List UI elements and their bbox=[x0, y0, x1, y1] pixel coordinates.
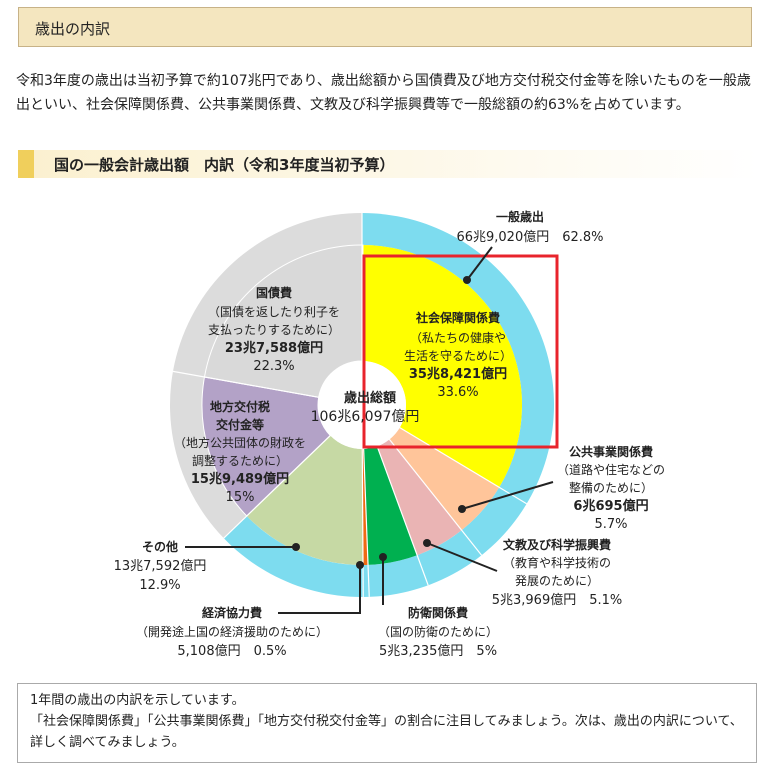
slice-divider-1 bbox=[399, 427, 527, 505]
local-amount: 15兆9,489億円 bbox=[191, 471, 289, 487]
debt-amount: 23兆7,588億円 bbox=[225, 340, 323, 356]
edu-desc1: （教育や科学技術の bbox=[503, 555, 611, 570]
debt-desc2: 支払ったりするために） bbox=[208, 323, 340, 337]
public-desc2: 整備のために） bbox=[569, 480, 653, 495]
edu-amount: 5兆3,969億円 5.1% bbox=[492, 592, 623, 608]
local-desc2: 調整するために） bbox=[192, 453, 288, 468]
slice-divider-3 bbox=[376, 446, 429, 586]
center-title: 歳出総額 bbox=[344, 390, 396, 406]
public-name: 公共事業関係費 bbox=[569, 444, 653, 459]
defense-amount: 5兆3,235億円 5% bbox=[379, 643, 497, 659]
econ-desc1: （開発途上国の経済援助のために） bbox=[136, 624, 328, 639]
slice-divider-5 bbox=[361, 448, 364, 597]
slice-2 bbox=[377, 439, 462, 556]
page-title: 歳出の内訳 bbox=[35, 20, 111, 38]
social-desc2: 生活を守るために） bbox=[404, 349, 512, 363]
debt-desc1: （国債を返したり利子を bbox=[208, 304, 340, 319]
public-desc1: （道路や住宅などの bbox=[557, 462, 665, 477]
slice-divider-4 bbox=[363, 448, 370, 597]
leader-general-line bbox=[466, 246, 493, 281]
other-amount: 13兆7,592億円 bbox=[114, 558, 207, 574]
debt-percent: 22.3% bbox=[253, 359, 294, 374]
center-value: 106兆6,097億円 bbox=[311, 409, 420, 425]
general-name: 一般歳出 bbox=[496, 209, 544, 224]
center-hole bbox=[318, 361, 406, 449]
explanation-note: 1年間の歳出の内訳を示しています。 「社会保障関係費」「公共事業関係費」「地方交… bbox=[17, 683, 757, 763]
general-amount: 66兆9,020億円 62.8% bbox=[456, 229, 603, 245]
other-percent: 12.9% bbox=[139, 578, 180, 593]
slice-divider-7 bbox=[172, 370, 319, 398]
leader-public-line bbox=[461, 481, 554, 510]
econ-name: 経済協力費 bbox=[202, 605, 262, 620]
public-amount: 6兆695億円 bbox=[573, 498, 648, 514]
slice-divider-2 bbox=[388, 439, 483, 556]
econ-amount: 5,108億円 0.5% bbox=[177, 643, 286, 659]
other-name: その他 bbox=[142, 539, 178, 554]
slice-divider-6 bbox=[223, 435, 331, 539]
social-desc1: （私たちの健康や bbox=[410, 330, 506, 345]
social-amount: 35兆8,421億円 bbox=[409, 366, 507, 382]
edu-desc2: 発展のために） bbox=[515, 574, 599, 588]
expenditure-pie-chart: 歳出総額 106兆6,097億円 一般歳出 66兆9,020億円 62.8% 社会保障関… bbox=[114, 209, 665, 659]
public-percent: 5.7% bbox=[594, 517, 627, 532]
social-percent: 33.6% bbox=[437, 385, 478, 400]
note-line-2: 「社会保障関係費」「公共事業関係費」「地方交付税交付金等」の割合に注目してみまし… bbox=[30, 714, 743, 750]
leader-econ-line bbox=[278, 565, 361, 614]
social-name: 社会保障関係費 bbox=[415, 310, 500, 325]
debt-name: 国債費 bbox=[256, 285, 292, 300]
highlight-box bbox=[362, 254, 559, 449]
outer-ring-other bbox=[169, 213, 362, 539]
local-name2: 交付金等 bbox=[216, 417, 264, 432]
slice-3 bbox=[363, 446, 418, 565]
defense-desc1: （国の防衛のために） bbox=[378, 624, 498, 639]
slice-0 bbox=[362, 245, 522, 488]
section-title: 国の一般会計歳出額 内訳（令和3年度当初予算） bbox=[54, 156, 395, 174]
outer-ring-general bbox=[223, 213, 554, 597]
section-heading: 国の一般会計歳出額 内訳（令和3年度当初予算） bbox=[18, 150, 758, 178]
local-desc1: （地方公共団体の財政を bbox=[174, 435, 306, 450]
defense-name: 防衛関係費 bbox=[408, 605, 468, 620]
intro-paragraph: 令和3年度の歳出は当初予算で約107兆円であり、歳出総額から国債費及び地方交付税… bbox=[16, 73, 751, 113]
local-name: 地方交付税 bbox=[210, 399, 270, 414]
page-header: 歳出の内訳 bbox=[18, 7, 752, 47]
section-heading-bar bbox=[18, 150, 34, 178]
edu-name: 文教及び科学振興費 bbox=[503, 537, 611, 552]
slice-5 bbox=[246, 435, 364, 565]
local-percent: 15% bbox=[226, 490, 255, 505]
note-line-1: 1年間の歳出の内訳を示しています。 bbox=[30, 693, 245, 708]
leader-edu-line bbox=[426, 542, 498, 572]
slice-1 bbox=[389, 427, 500, 531]
